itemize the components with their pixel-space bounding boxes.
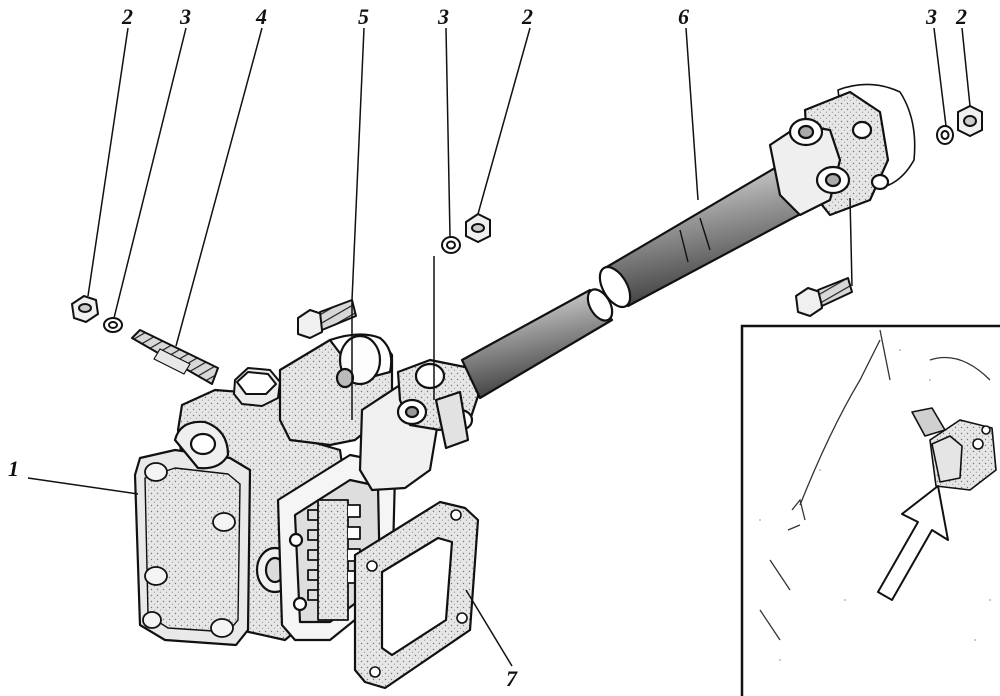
nut-left	[70, 294, 100, 324]
callout-label: 6	[678, 4, 689, 29]
callout-label: 2	[955, 4, 967, 29]
hex-plug	[233, 367, 281, 407]
nut-right	[957, 104, 983, 138]
pump-housing	[133, 388, 352, 647]
callout-label: 1	[8, 456, 19, 481]
propeller-shaft	[598, 163, 810, 309]
callout-label: 3	[179, 4, 191, 29]
inset-pump	[911, 407, 997, 491]
inset-pointer-arrow	[877, 485, 949, 601]
rear-universal-joint	[768, 83, 916, 217]
washer-mid	[441, 236, 461, 254]
bolt-rear	[795, 277, 853, 317]
callout-labels: 2 3 4 5 3 2 6 3 2 1 7	[8, 4, 967, 691]
stud	[131, 329, 219, 385]
bolt-upper	[297, 299, 357, 339]
cover-bolts	[142, 462, 236, 638]
inset-location-view	[740, 324, 1000, 696]
callout-label: 2	[521, 4, 533, 29]
drive-gear	[307, 499, 361, 621]
callout-label: 3	[925, 4, 937, 29]
nut-mid	[465, 212, 491, 244]
callout-label: 2	[121, 4, 133, 29]
callout-label: 4	[255, 4, 267, 29]
washer-right	[936, 125, 954, 145]
callout-label: 7	[506, 666, 518, 691]
gasket	[353, 500, 480, 690]
washer-left	[103, 317, 123, 333]
front-universal-joint	[358, 358, 482, 492]
front-shaft-section	[460, 288, 614, 400]
callout-label: 5	[358, 4, 369, 29]
leader-lines	[27, 27, 971, 667]
callout-label: 3	[437, 4, 449, 29]
